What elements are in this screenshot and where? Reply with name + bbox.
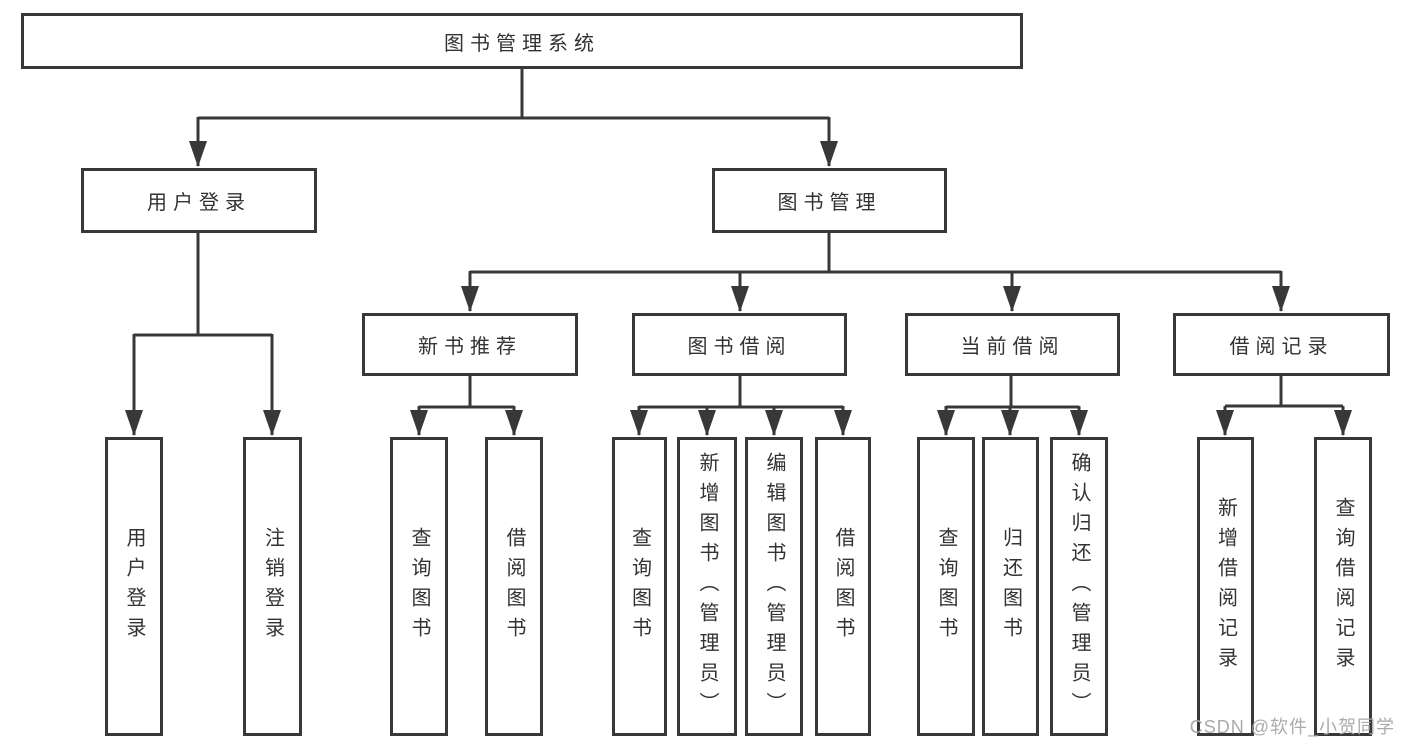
leaf-current-query-books: 查询图书: [917, 437, 975, 736]
leaf-logout-login-label: 注销登录: [261, 526, 284, 647]
node-library-management-system-label: 图书管理系统: [444, 32, 600, 55]
leaf-recommend-query-books-label: 查询图书: [408, 526, 430, 647]
node-current-borrowing-label: 当前借阅: [960, 336, 1065, 358]
node-current-borrowing: 当前借阅: [905, 313, 1120, 376]
leaf-borrow-query-books: 查询图书: [612, 437, 667, 736]
node-book-borrowing: 图书借阅: [632, 313, 847, 376]
node-library-management-system: 图书管理系统: [21, 13, 1023, 69]
node-book-management-label: 图书管理: [777, 192, 882, 214]
leaf-current-confirm-return-admin: 确认归还（管理员）: [1050, 437, 1108, 736]
leaf-user-login-label: 用户登录: [123, 526, 145, 647]
node-borrowing-records-label: 借阅记录: [1229, 336, 1334, 358]
leaf-recommend-borrow-books-label: 借阅图书: [503, 526, 525, 647]
node-book-borrowing-label: 图书借阅: [687, 336, 792, 358]
leaf-recommend-query-books: 查询图书: [390, 437, 448, 736]
leaf-records-add-record: 新增借阅记录: [1197, 437, 1254, 736]
leaf-current-return-books: 归还图书: [982, 437, 1039, 736]
connector-elbows: [134, 69, 1343, 409]
leaf-user-login: 用户登录: [105, 437, 163, 736]
leaf-borrow-borrow-books: 借阅图书: [815, 437, 871, 736]
leaf-current-query-books-label: 查询图书: [935, 526, 957, 647]
node-new-book-recommendation-label: 新书推荐: [418, 336, 522, 358]
leaf-borrow-add-books-admin-label: 新增图书（管理员）: [696, 451, 718, 722]
node-book-management: 图书管理: [712, 168, 947, 233]
leaf-current-confirm-return-admin-label: 确认归还（管理员）: [1068, 451, 1090, 722]
node-user-login: 用户登录: [81, 168, 317, 233]
leaf-current-return-books-label: 归还图书: [999, 526, 1022, 647]
leaf-borrow-edit-books-admin-label: 编辑图书（管理员）: [763, 451, 785, 722]
leaf-records-add-record-label: 新增借阅记录: [1214, 496, 1237, 677]
watermark: CSDN @软件_小贺同学: [1189, 717, 1395, 737]
leaf-borrow-borrow-books-label: 借阅图书: [832, 526, 854, 647]
node-borrowing-records: 借阅记录: [1173, 313, 1390, 376]
leaf-borrow-edit-books-admin: 编辑图书（管理员）: [745, 437, 803, 736]
leaf-logout-login: 注销登录: [243, 437, 302, 736]
leaf-records-query-record: 查询借阅记录: [1314, 437, 1372, 736]
node-new-book-recommendation: 新书推荐: [362, 313, 578, 376]
leaf-borrow-add-books-admin: 新增图书（管理员）: [677, 437, 737, 736]
leaf-borrow-query-books-label: 查询图书: [628, 526, 651, 647]
leaf-recommend-borrow-books: 借阅图书: [485, 437, 543, 736]
leaf-records-query-record-label: 查询借阅记录: [1332, 496, 1354, 677]
node-user-login-label: 用户登录: [147, 192, 251, 214]
